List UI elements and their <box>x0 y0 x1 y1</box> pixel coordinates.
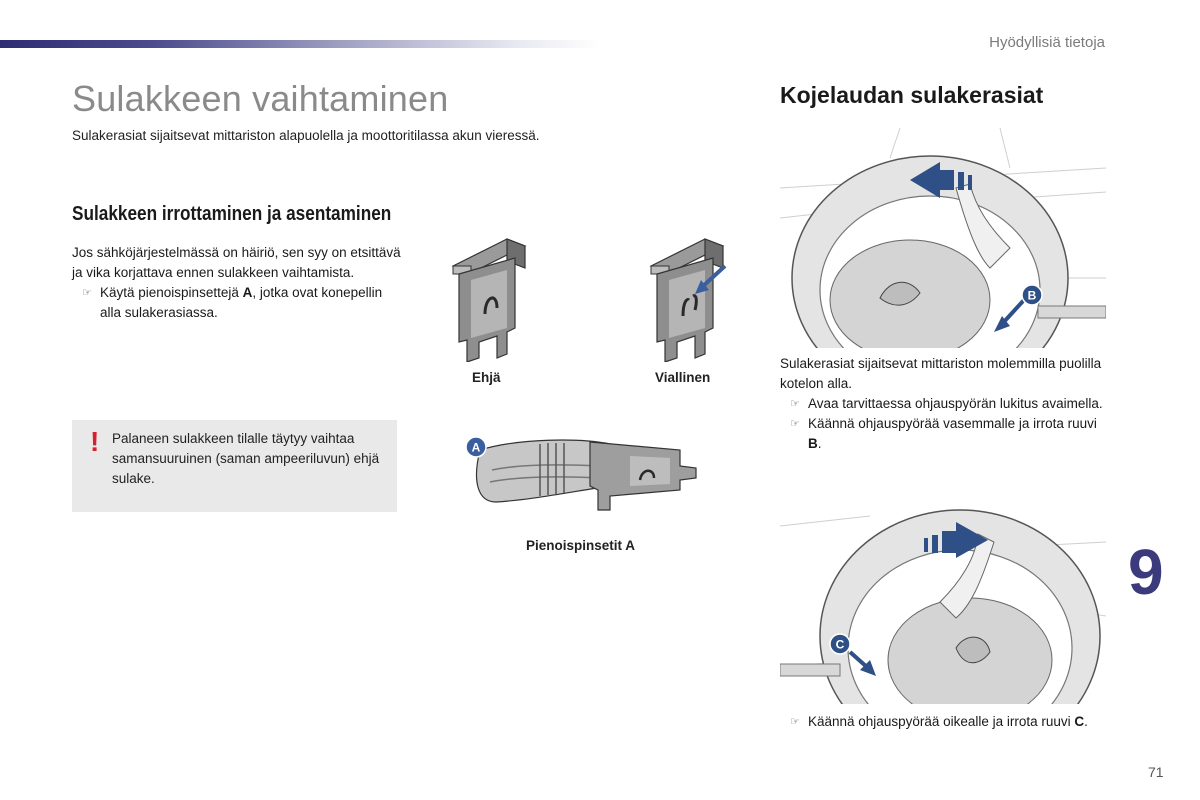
pliers-illustration: A <box>465 436 697 511</box>
marker-b: B <box>1028 289 1037 303</box>
intro-text: Sulakerasiat sijaitsevat mittariston ala… <box>72 128 540 143</box>
fuse-blown-label: Viallinen <box>655 370 711 385</box>
right-bullet-2: ☞Käännä ohjauspyörää vasemmalle ja irrot… <box>790 416 1097 451</box>
right-title: Kojelaudan sulakerasiat <box>780 82 1044 108</box>
instruction-paragraph: Jos sähköjärjestelmässä on häiriö, sen s… <box>72 245 401 280</box>
subheading: Sulakkeen irrottaminen ja asentaminen <box>72 203 392 225</box>
exclamation-icon: ! <box>90 426 100 457</box>
steering-wheel-right-illustration: C <box>780 486 1106 704</box>
fuse-good-label: Ehjä <box>472 370 501 385</box>
page-title: Sulakkeen vaihtaminen <box>72 78 449 119</box>
fuse-blown-illustration <box>649 238 727 362</box>
right-instructions-2: ☞Käännä ohjauspyörää oikealle ja irrota … <box>780 712 1110 732</box>
right-bullet-1: ☞Avaa tarvittaessa ohjauspyörän lukitus … <box>780 394 1110 414</box>
right-instructions: Sulakerasiat sijaitsevat mittariston mol… <box>780 354 1110 454</box>
instructions: Jos sähköjärjestelmässä on häiriö, sen s… <box>72 243 402 323</box>
chapter-number: 9 <box>1128 536 1164 608</box>
warning-text: Palaneen sulakkeen tilalle täytyy vaihta… <box>112 431 380 486</box>
pointing-hand-icon: ☞ <box>790 418 800 430</box>
pointing-hand-icon: ☞ <box>790 716 800 728</box>
header-gradient-bar <box>0 40 600 48</box>
page-number: 71 <box>1148 764 1164 780</box>
pointing-hand-icon: ☞ <box>82 287 92 299</box>
steering-wheel-left-illustration: B <box>780 128 1106 348</box>
instruction-bullet: ☞Käytä pienoispinsettejä A, jotka ovat k… <box>82 285 383 320</box>
pointing-hand-icon: ☞ <box>790 398 800 410</box>
pliers-marker-a: A <box>472 441 481 455</box>
marker-c: C <box>836 638 845 652</box>
warning-callout: ! Palaneen sulakkeen tilalle täytyy vaih… <box>72 420 397 512</box>
fuse-good-illustration <box>451 238 527 362</box>
right-paragraph: Sulakerasiat sijaitsevat mittariston mol… <box>780 356 1102 391</box>
right-bullet-3: ☞Käännä ohjauspyörää oikealle ja irrota … <box>780 712 1110 732</box>
pliers-label: Pienoispinsetit A <box>526 538 636 553</box>
section-header: Hyödyllisiä tietoja <box>989 34 1105 51</box>
